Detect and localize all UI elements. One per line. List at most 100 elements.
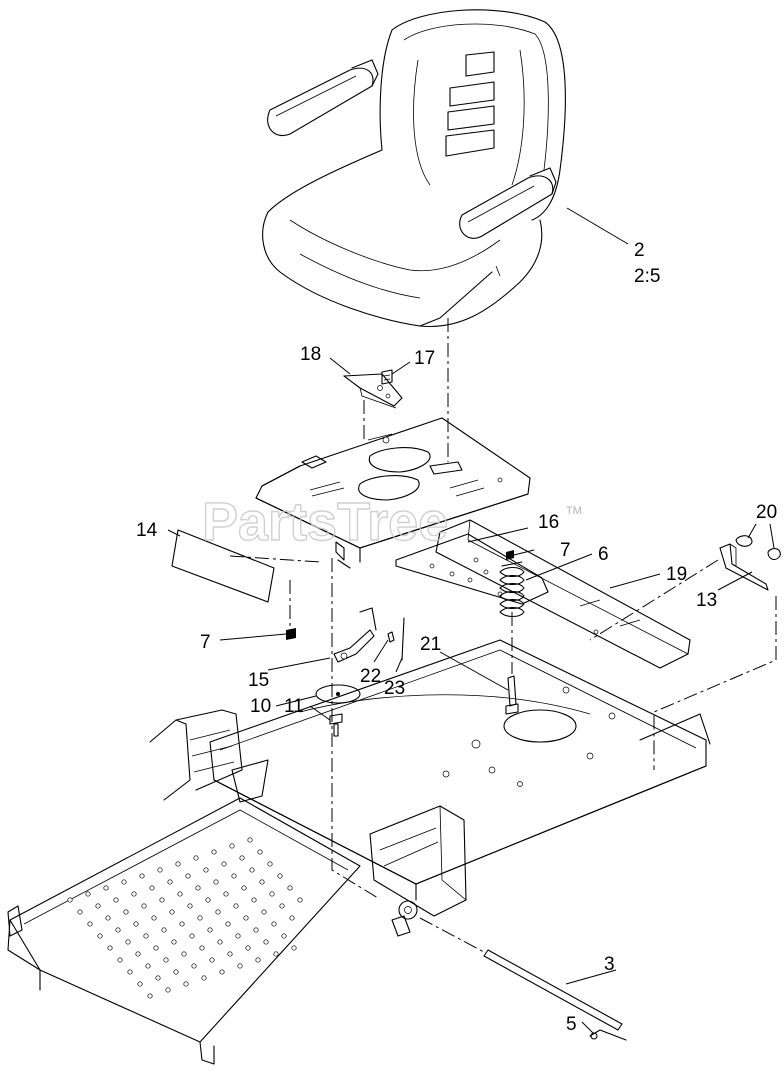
footrest-hole: [95, 903, 101, 909]
footrest-hole: [277, 873, 283, 879]
bolt-11-drawing: [329, 713, 343, 737]
nut-7a: [506, 550, 514, 560]
footrest-hole: [153, 945, 159, 951]
footrest-hole: [165, 987, 171, 993]
footrest-holes: [67, 837, 303, 999]
footrest-hole: [219, 969, 225, 975]
footrest-hole: [163, 957, 169, 963]
callout-2-qty: 2:5: [634, 266, 660, 287]
footrest-hole: [263, 939, 269, 945]
footrest-hole: [97, 933, 103, 939]
callout-23: 23: [384, 678, 405, 699]
pin-23-drawing: [401, 617, 405, 661]
frame-drawing: [7, 639, 711, 1065]
leader-15: [267, 657, 331, 671]
footrest-hole: [139, 873, 145, 879]
callout-15: 15: [248, 670, 269, 691]
footrest-hole: [187, 903, 193, 909]
footrest-hole: [297, 897, 303, 903]
footrest-hole: [215, 909, 221, 915]
phantom-rod: [419, 917, 485, 953]
footrest-hole: [245, 945, 251, 951]
footrest-hole: [273, 951, 279, 957]
leader-3: [565, 969, 617, 985]
leader-6: [525, 553, 593, 581]
footrest-hole: [133, 921, 139, 927]
footrest-hole: [131, 891, 137, 897]
footrest-hole: [137, 981, 143, 987]
footrest-hole: [161, 927, 167, 933]
callout-22: 22: [360, 666, 381, 687]
leader-5: [581, 1021, 595, 1035]
footrest-hole: [85, 891, 91, 897]
leader-2: [566, 207, 629, 245]
footrest-hole: [279, 903, 285, 909]
label-14-drawing: [171, 529, 275, 603]
footrest-hole: [107, 945, 113, 951]
footrest-hole: [159, 897, 165, 903]
rod-3-drawing: [483, 949, 623, 1031]
footrest-hole: [147, 993, 153, 999]
callout-21: 21: [420, 634, 441, 655]
footrest-hole: [227, 951, 233, 957]
footrest-hole: [183, 981, 189, 987]
footrest-hole: [291, 945, 297, 951]
callout-6: 6: [598, 544, 609, 565]
footrest-hole: [259, 879, 265, 885]
leader-7b: [219, 633, 287, 641]
pin-5-drawing: [589, 1029, 627, 1041]
footrest-hole: [281, 933, 287, 939]
callout-14: 14: [136, 520, 158, 541]
washer-10-drawing: [315, 684, 361, 704]
footrest-hole: [177, 891, 183, 897]
phantom-pan-frame: [331, 558, 379, 899]
watermark-trademark: TM: [566, 505, 582, 517]
footrest-hole: [255, 957, 261, 963]
footrest-hole: [135, 951, 141, 957]
footrest-hole: [67, 897, 73, 903]
phantom-14: [229, 555, 321, 563]
footrest-hole: [167, 879, 173, 885]
footrest-hole: [157, 867, 163, 873]
footrest-hole: [289, 915, 295, 921]
footrest-hole: [193, 855, 199, 861]
footrest-hole: [191, 963, 197, 969]
leader-18: [329, 357, 351, 375]
footrest-hole: [197, 915, 203, 921]
footrest-hole: [201, 975, 207, 981]
footrest-hole: [155, 975, 161, 981]
washer-10-hole: [336, 692, 340, 696]
footrest-hole: [223, 891, 229, 897]
rail-19-drawing: [435, 519, 691, 669]
callout-17: 17: [414, 348, 435, 369]
footrest-hole: [145, 963, 151, 969]
footrest-hole: [249, 867, 255, 873]
callout-13: 13: [696, 590, 717, 611]
callout-19: 19: [666, 564, 687, 585]
leader-13: [717, 571, 753, 591]
callout-2: 2: [634, 240, 645, 261]
bolt-21-drawing: [505, 675, 519, 715]
footrest-hole: [149, 885, 155, 891]
spring-6-drawing: [499, 561, 525, 618]
footrest-hole: [287, 885, 293, 891]
footrest-hole: [189, 933, 195, 939]
footrest-hole: [123, 909, 129, 915]
footrest-hole: [213, 879, 219, 885]
leader-22: [373, 639, 389, 663]
footrest-hole: [267, 861, 273, 867]
footrest-hole: [241, 885, 247, 891]
footrest-hole: [181, 951, 187, 957]
latch-15-drawing: [333, 607, 377, 663]
footrest-hole: [105, 915, 111, 921]
callout-5: 5: [566, 1014, 577, 1035]
footrest-hole: [195, 885, 201, 891]
nut-7b: [286, 628, 296, 640]
phantom-13-down: [653, 596, 777, 770]
footrest-hole: [169, 909, 175, 915]
leader-14: [167, 529, 181, 537]
callout-11: 11: [284, 696, 304, 717]
footrest-hole: [121, 879, 127, 885]
callout-7a: 7: [560, 540, 571, 561]
footrest-hole: [203, 867, 209, 873]
